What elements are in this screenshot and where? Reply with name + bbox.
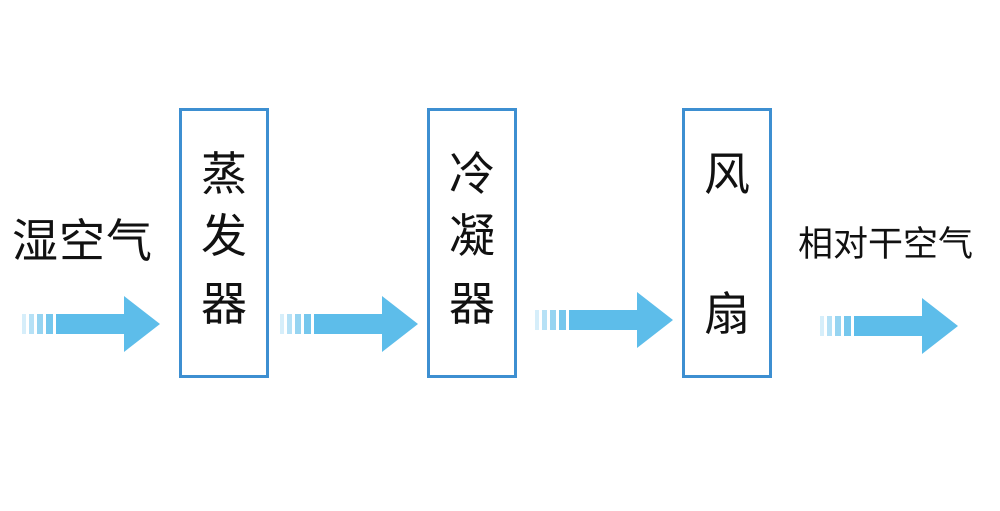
- stage-box-fan: 风 扇: [682, 108, 772, 378]
- flow-arrow-2-icon: [280, 296, 418, 352]
- stage-box-evaporator-char-2: 发: [201, 209, 247, 263]
- input-label-humid-air: 湿空气: [12, 214, 153, 268]
- stage-box-condenser-char-3: 器: [449, 277, 495, 331]
- flow-arrow-4-icon: [820, 298, 958, 354]
- stage-box-condenser-char-1: 冷: [449, 147, 495, 201]
- flow-arrow-3-icon: [535, 292, 673, 348]
- stage-box-fan-char-1: 风: [704, 147, 750, 201]
- stage-box-fan-char-2: 扇: [704, 287, 750, 341]
- flow-arrow-1-icon: [22, 296, 160, 352]
- stage-box-condenser: 冷 凝 器: [427, 108, 517, 378]
- output-label-relatively-dry-air: 相对干空气: [798, 225, 974, 265]
- stage-box-evaporator-char-1: 蒸: [201, 147, 247, 201]
- stage-box-evaporator-char-3: 器: [201, 277, 247, 331]
- stage-box-evaporator: 蒸 发 器: [179, 108, 269, 378]
- stage-box-condenser-char-2: 凝: [449, 209, 495, 263]
